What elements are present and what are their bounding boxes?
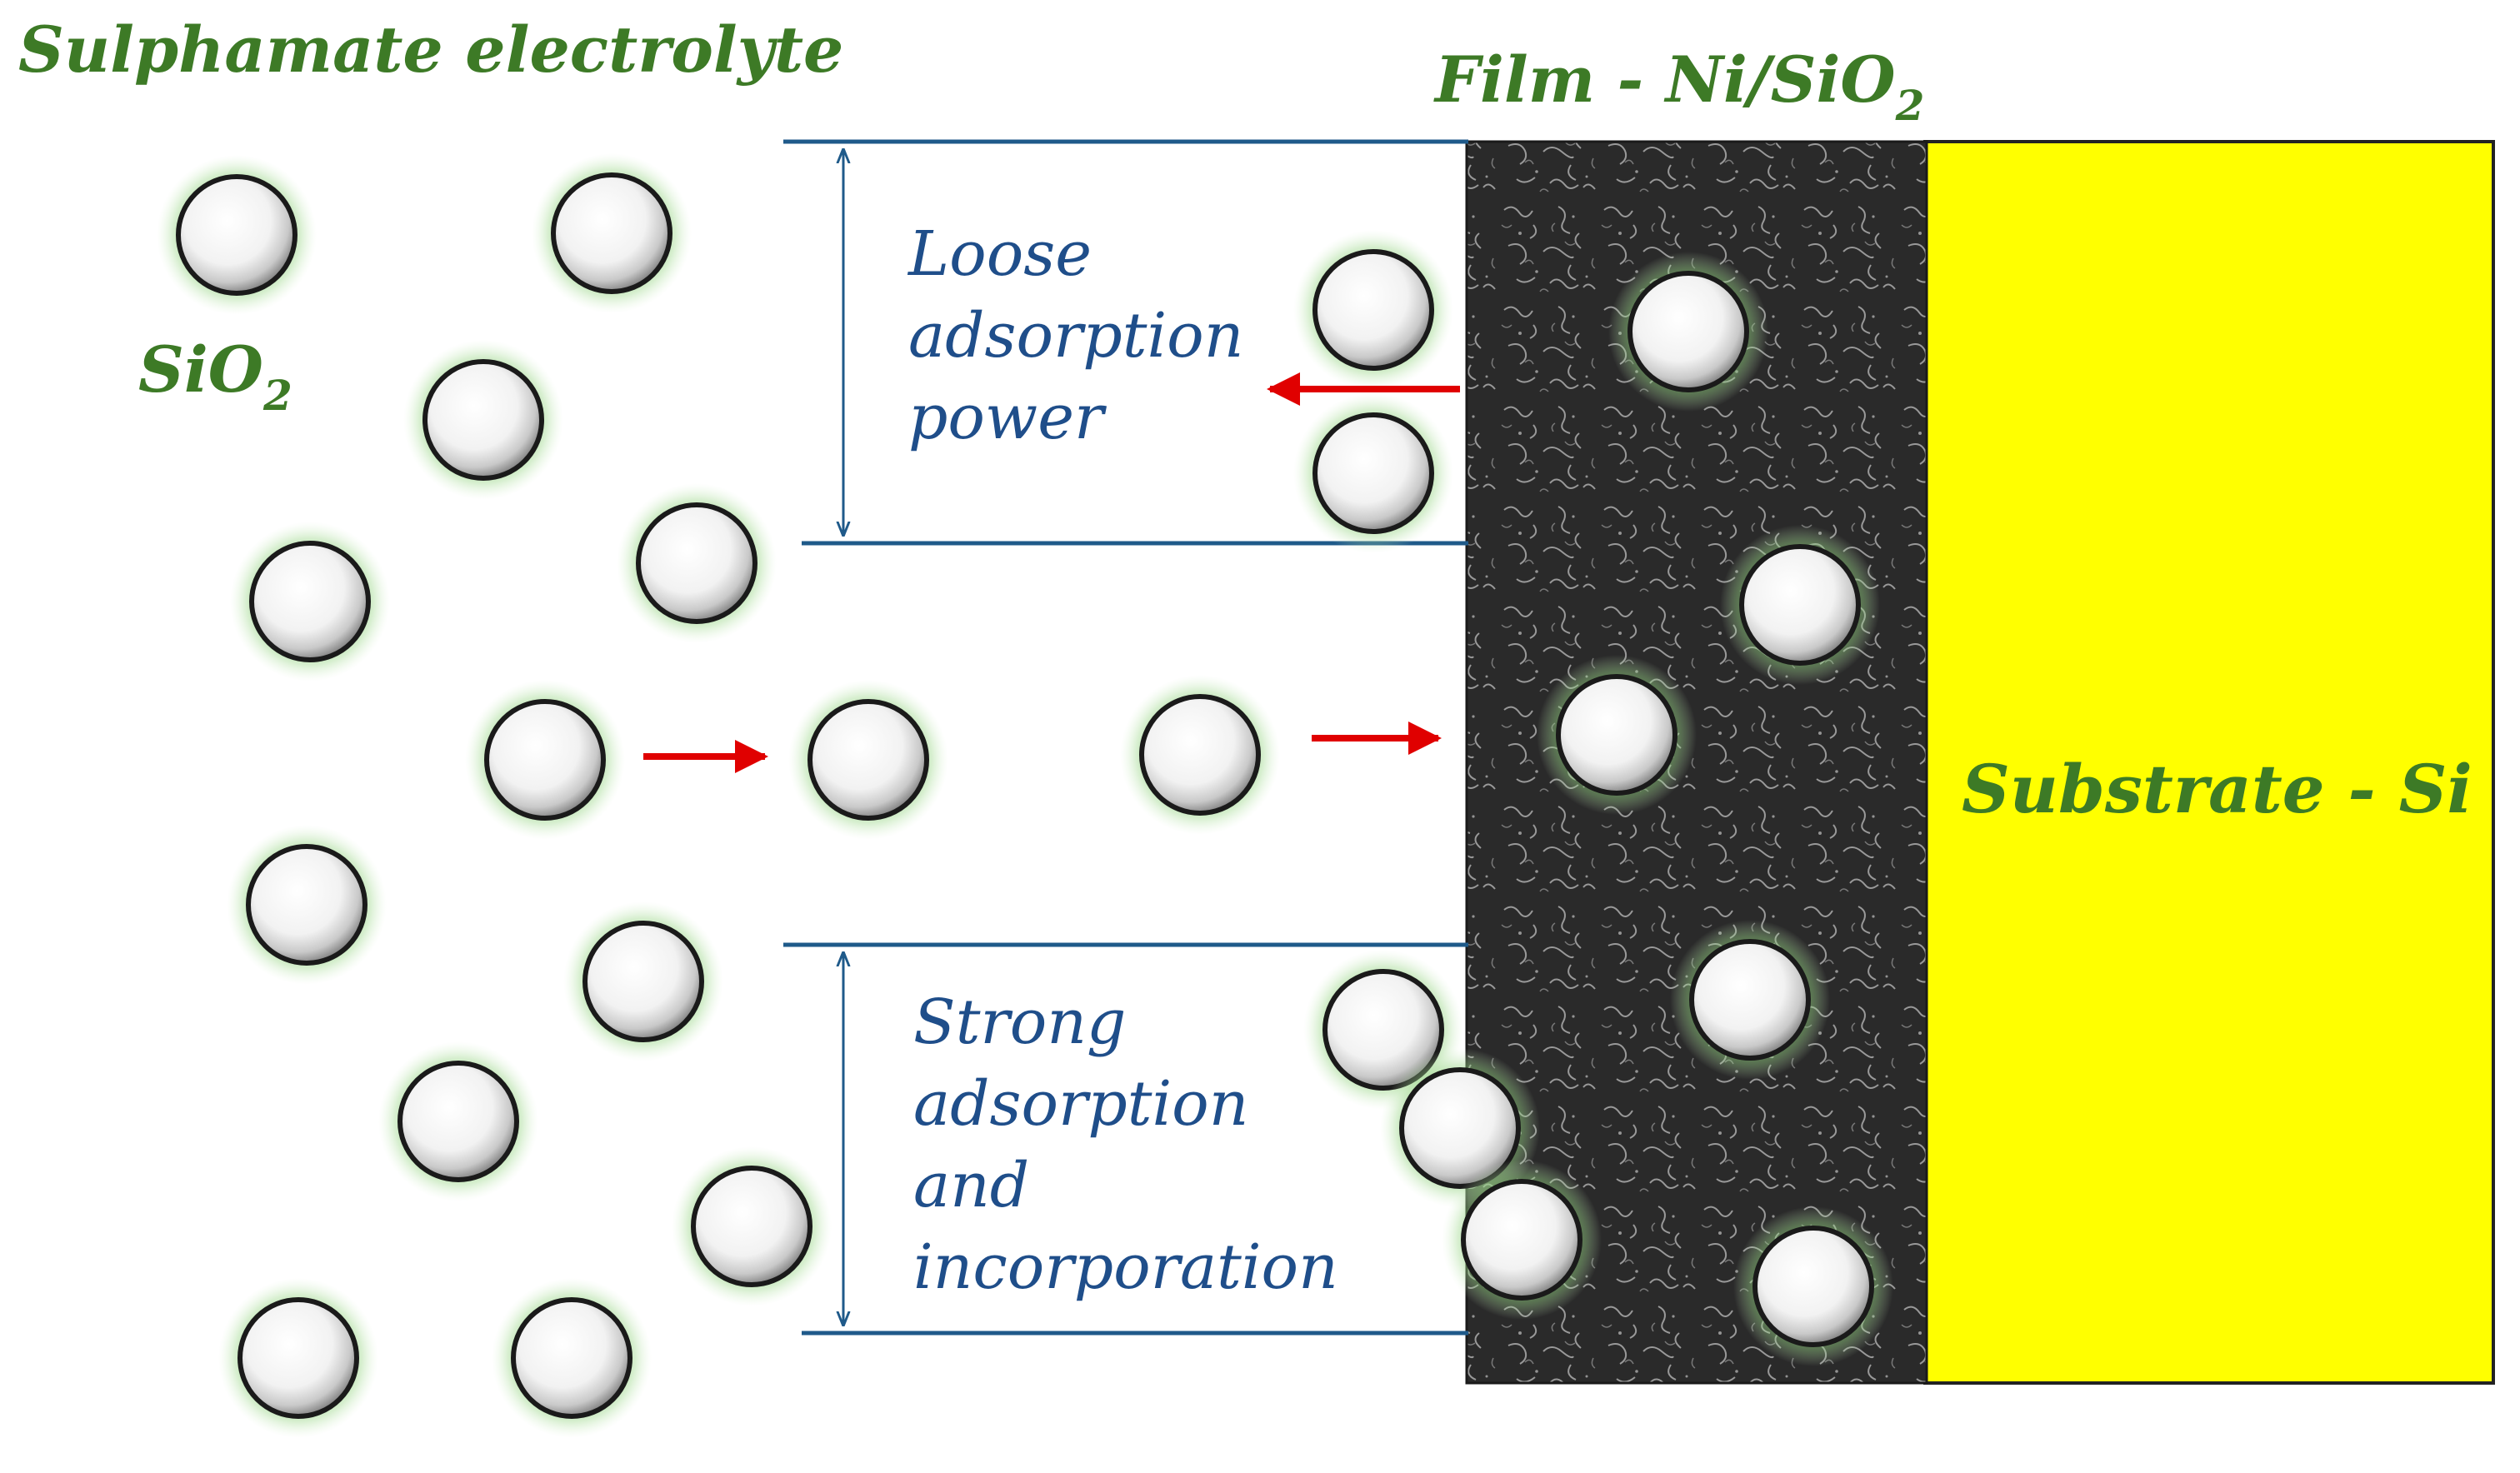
sio2-particle — [1442, 1160, 1602, 1320]
particle-bead — [246, 844, 368, 966]
particle-bead — [1312, 412, 1434, 534]
particle-bead — [1556, 674, 1678, 796]
sio2-particle — [1670, 920, 1830, 1080]
strong-line-3: and — [913, 1150, 1029, 1221]
sio2-particle — [1293, 230, 1453, 390]
strong-zone-text: Strong adsorption and incorporation — [913, 986, 1338, 1303]
sio2-particle — [532, 153, 692, 313]
sio2-particle — [672, 1146, 832, 1306]
particle-bead — [1739, 544, 1861, 666]
particle-bead — [1399, 1067, 1521, 1189]
sio2-particle — [218, 1278, 378, 1438]
strong-line-1: Strong — [913, 986, 1126, 1058]
particle-bead — [1628, 271, 1749, 392]
particle-bead — [551, 172, 672, 294]
loose-line-2: adsorption — [908, 300, 1243, 372]
sio2-particle — [227, 825, 387, 985]
particle-bead — [238, 1297, 359, 1419]
particle-bead — [484, 699, 606, 821]
sio2-particle — [378, 1041, 538, 1201]
particle-bead — [691, 1166, 812, 1287]
particle-bead — [808, 699, 929, 821]
particle-bead — [398, 1061, 519, 1182]
particle-label: SiO2 — [138, 332, 292, 420]
particle-bead — [1461, 1179, 1582, 1301]
sio2-particle — [1537, 655, 1697, 815]
substrate-layer — [1923, 140, 2495, 1385]
sio2-particle — [1120, 675, 1280, 835]
particle-bead — [176, 174, 298, 296]
strong-zone-bracket — [783, 942, 1468, 1336]
sio2-particle — [157, 155, 317, 315]
particle-bead — [582, 921, 704, 1042]
sio2-particle — [1293, 393, 1453, 553]
sio2-particle — [563, 901, 723, 1061]
particle-bead — [511, 1297, 632, 1419]
sio2-particle — [1720, 525, 1880, 685]
film-label: Film - Ni/SiO2 — [1433, 42, 1924, 130]
sio2-particle — [617, 483, 777, 643]
title-electrolyte: Sulphamate electrolyte — [18, 12, 843, 87]
sio2-particle — [403, 340, 563, 500]
particle-bead — [1312, 249, 1434, 371]
motion-arrows — [643, 372, 1460, 773]
sio2-particle — [492, 1278, 652, 1438]
substrate-label: Substrate - Si — [1962, 750, 2472, 828]
particle-bead — [1322, 969, 1444, 1091]
sio2-particle — [230, 522, 390, 682]
loose-line-3: power — [908, 382, 1108, 453]
particle-bead — [422, 359, 544, 481]
particle-bead — [1689, 939, 1811, 1061]
strong-line-4: incorporation — [913, 1231, 1338, 1303]
sio2-particle — [465, 680, 625, 840]
sio2-particle — [1608, 252, 1768, 412]
sio2-particle — [788, 680, 948, 840]
particle-bead — [636, 502, 758, 624]
loose-zone-text: Loose adsorption power — [907, 218, 1243, 453]
loose-line-1: Loose — [907, 218, 1092, 290]
strong-line-2: adsorption — [913, 1068, 1248, 1140]
particle-bead — [249, 541, 371, 662]
particle-bead — [1139, 694, 1261, 816]
particle-bead — [1752, 1226, 1874, 1347]
sio2-particle — [1733, 1206, 1893, 1366]
sio2-particles — [157, 153, 1893, 1438]
